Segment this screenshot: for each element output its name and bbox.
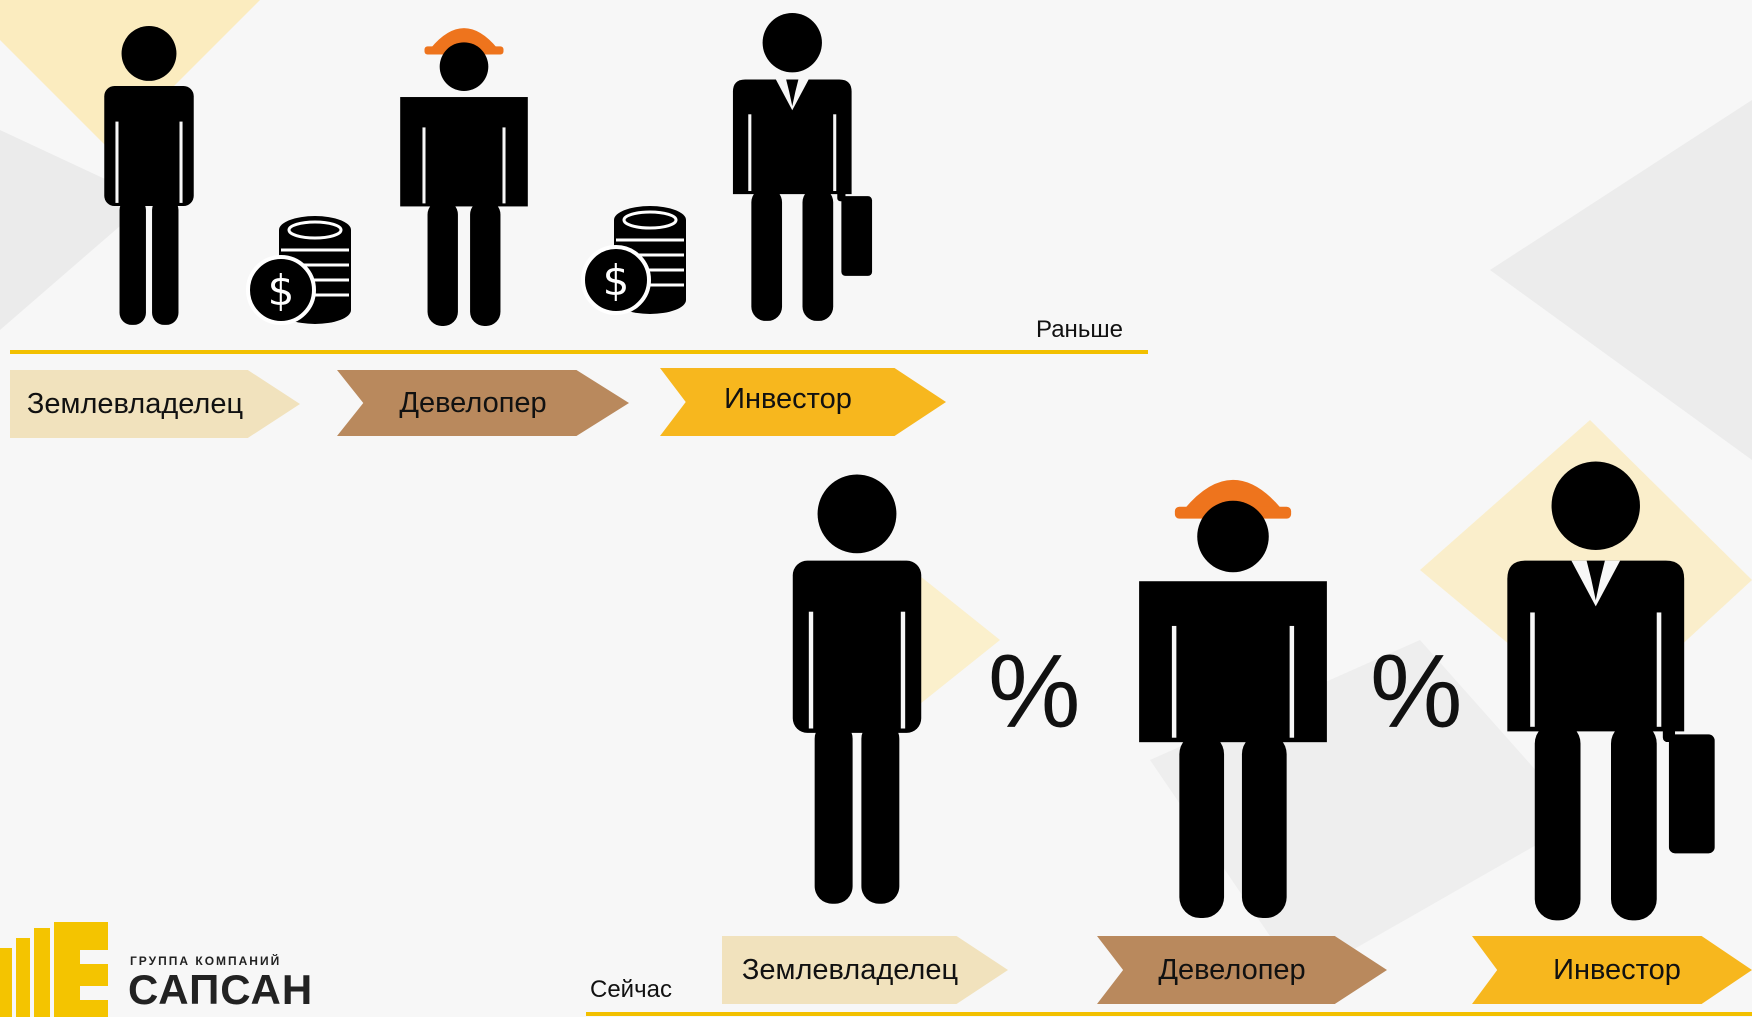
developer-person-icon	[398, 16, 530, 330]
now-timeline-line	[586, 1012, 1752, 1016]
coin-stack-icon: $	[580, 205, 690, 320]
logo-name: САПСАН	[128, 966, 314, 1013]
role-label: Инвестор	[724, 382, 852, 415]
role-label: Землевладелец	[741, 953, 959, 986]
role-arrow-developer: Девелопер	[337, 370, 629, 436]
before-timeline-line	[10, 350, 1148, 354]
role-arrow-landowner: Землевладелец	[722, 936, 1008, 1004]
logo-mark-icon	[0, 922, 108, 1017]
landowner-person-icon	[784, 468, 930, 916]
role-arrow-investor: Инвестор	[1472, 936, 1752, 1004]
role-label: Девелопер	[399, 386, 547, 419]
role-arrow-developer: Девелопер	[1097, 936, 1387, 1004]
before-caption: Раньше	[1036, 316, 1123, 343]
investor-person-icon	[730, 12, 875, 324]
svg-text:$: $	[603, 256, 630, 305]
percent-symbol: %	[988, 634, 1081, 750]
investor-person-icon	[1504, 460, 1718, 925]
svg-text:$: $	[268, 266, 295, 315]
company-logo: ГРУППА КОМПАНИЙ САПСАН	[0, 920, 320, 1017]
landowner-person-icon	[96, 25, 202, 330]
coin-stack-icon: $	[245, 215, 355, 330]
role-arrow-investor: Инвестор	[660, 368, 946, 436]
now-caption: Сейчас	[590, 976, 672, 1003]
role-label: Инвестор	[1553, 953, 1681, 986]
role-arrow-landowner: Землевладелец	[10, 370, 300, 438]
role-label: Девелопер	[1158, 953, 1306, 986]
developer-person-icon	[1136, 462, 1330, 924]
role-label: Землевладелец	[26, 387, 244, 420]
logo-subtitle: ГРУППА КОМПАНИЙ	[130, 954, 282, 968]
percent-symbol: %	[1370, 634, 1463, 750]
